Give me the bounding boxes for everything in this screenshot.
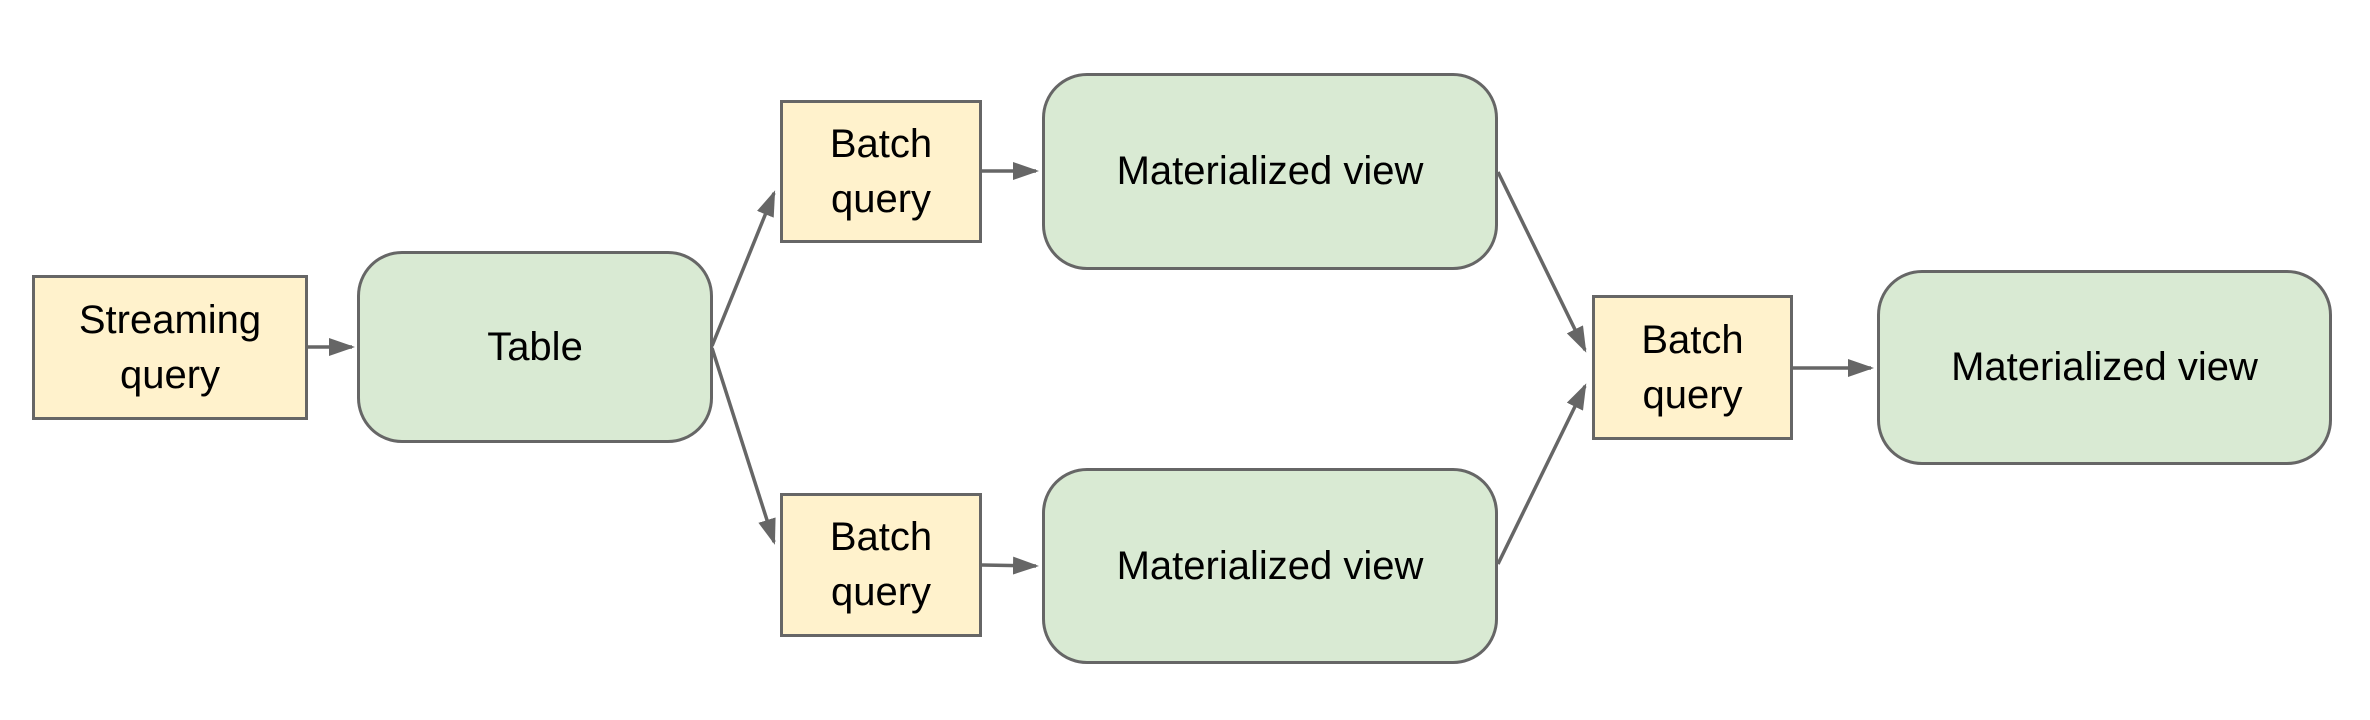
node-batch-query-bottom-label: Batch query <box>829 515 933 614</box>
edge-materialized-view-bottom-to-batch-query-right <box>1496 383 1587 565</box>
node-materialized-view-final: Materialized view <box>1877 270 2332 465</box>
node-streaming-query: Streaming query <box>32 275 308 420</box>
node-batch-query-right: Batch query <box>1592 295 1793 440</box>
node-batch-query-right-label: Batch query <box>1641 317 1744 417</box>
edge-batch-query-bottom-to-materialized-view-bottom <box>981 556 1039 575</box>
node-table: Table <box>357 251 713 443</box>
node-batch-query-top: Batch query <box>780 100 982 243</box>
node-materialized-view-top: Materialized view <box>1042 73 1498 270</box>
node-materialized-view-bottom: Materialized view <box>1042 468 1498 664</box>
edge-table-to-batch-query-bottom <box>710 347 776 545</box>
node-batch-query-top-label: Batch query <box>829 121 933 221</box>
node-streaming-query-label: Streaming query <box>78 297 262 397</box>
edge-materialized-view-top-to-batch-query-right <box>1496 171 1587 353</box>
node-materialized-view-top-label: Materialized view <box>1116 149 1424 193</box>
node-batch-query-bottom: Batch query <box>780 493 982 637</box>
edge-table-to-batch-query-top <box>710 190 776 347</box>
node-materialized-view-bottom-label: Materialized view <box>1116 543 1424 588</box>
node-materialized-view-final-label: Materialized view <box>1951 345 2258 389</box>
node-table-label: Table <box>487 324 583 369</box>
